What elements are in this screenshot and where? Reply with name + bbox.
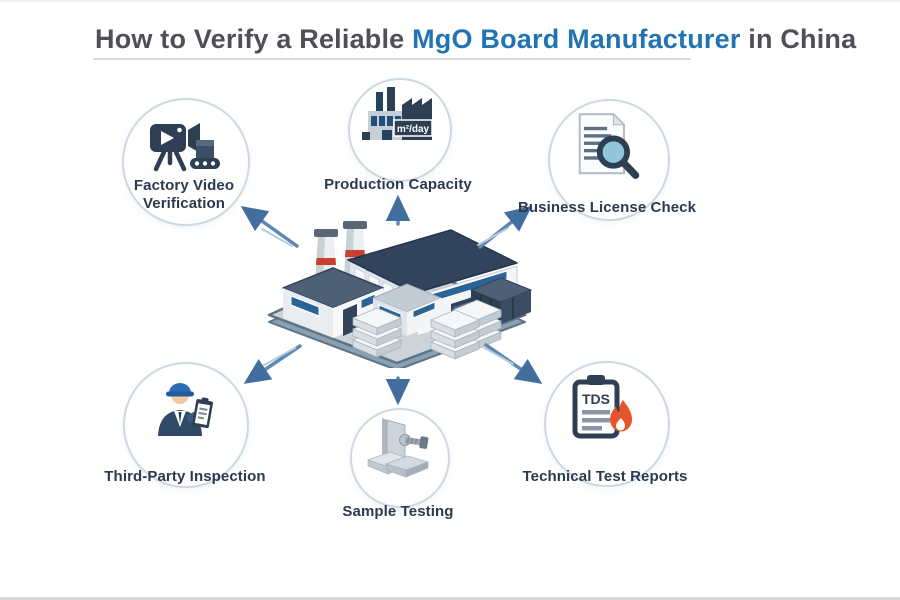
tds-badge: TDS (582, 391, 610, 407)
document-magnifier-icon (565, 110, 645, 190)
label-sample-testing: Sample Testing (342, 503, 454, 520)
office-building (282, 267, 384, 338)
video-camera-conveyor-icon (146, 110, 222, 186)
factory-capacity-icon: m²/day (360, 84, 436, 160)
capacity-badge: m²/day (397, 124, 430, 135)
node-circle-factory-video (122, 98, 250, 226)
label-factory-video: Factory Video Verification (133, 177, 235, 212)
title-underline (93, 58, 691, 60)
title-prefix: How to Verify a Reliable (95, 24, 413, 54)
page-title: How to Verify a Reliable MgO Board Manuf… (95, 24, 856, 55)
board-stack-right (430, 309, 480, 360)
title-suffix: in China (740, 24, 857, 54)
label-production-capacity: Production Capacity (324, 176, 472, 193)
inspector-clipboard-icon (146, 374, 222, 450)
bottom-edge-line (0, 597, 900, 600)
board-stack-front (352, 307, 402, 358)
label-third-party: Third-Party Inspection (104, 468, 266, 485)
board-screw-icon (360, 412, 436, 488)
label-business-license: Business License Check (517, 199, 697, 216)
tds-report-flame-icon: TDS (565, 372, 641, 448)
top-edge-line (0, 0, 900, 2)
label-technical-reports: Technical Test Reports (522, 468, 688, 485)
title-highlight: MgO Board Manufacturer (412, 24, 741, 54)
central-factory-illustration (255, 218, 545, 368)
